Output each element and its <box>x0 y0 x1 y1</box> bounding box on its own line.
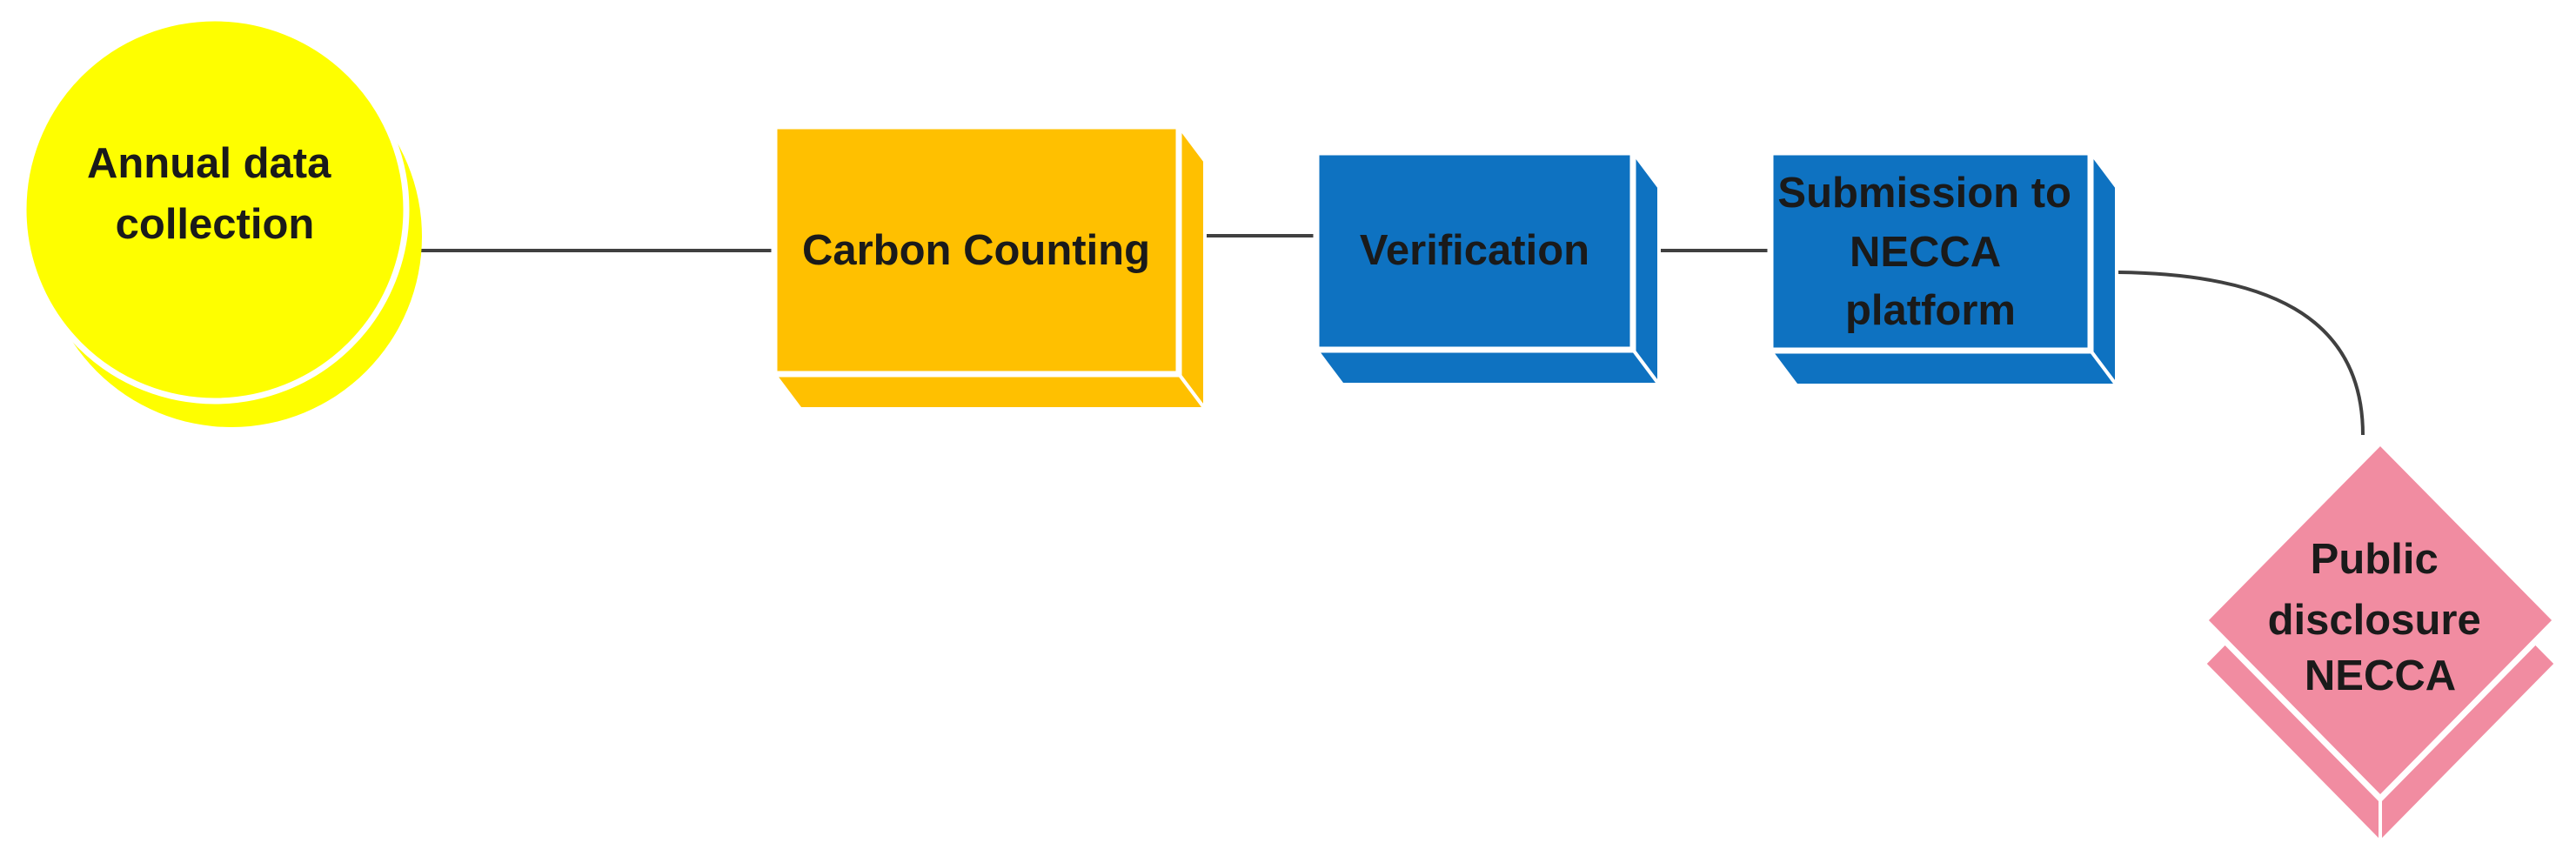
node-annual-data-collection: Annual data collection <box>20 15 422 427</box>
carbon-box-right-bevel <box>1177 121 1207 414</box>
node-public-disclosure: Public disclosure NECCA <box>2200 438 2560 845</box>
annual-circle-face <box>20 15 410 405</box>
verification-box-right-bevel <box>1631 147 1661 390</box>
submission-label-line3: platform <box>1845 287 2016 334</box>
verification-label-line1: Verification <box>1360 227 1589 274</box>
disclosure-diamond-label: Public disclosure NECCA <box>2268 536 2493 699</box>
disclosure-label-line1: Public <box>2311 536 2439 583</box>
disclosure-diamond-face <box>2200 438 2560 803</box>
submission-box-right-bevel <box>2089 147 2118 391</box>
annual-circle-label: Annual data collection <box>87 140 343 248</box>
annual-label-line1: Annual data <box>87 140 331 187</box>
verification-box-label: Verification <box>1360 227 1589 274</box>
submission-box-label: Submission to NECCA platform <box>1777 170 2083 334</box>
submission-box-face <box>1767 149 2094 354</box>
annual-label-line2: collection <box>116 201 315 248</box>
disclosure-label-line3: NECCA <box>2305 652 2456 699</box>
carbon-box-label: Carbon Counting <box>802 227 1150 274</box>
submission-label-line1: Submission to <box>1777 170 2071 217</box>
verification-box-bottom-bevel <box>1313 348 1663 386</box>
carbon-box-bottom-bevel <box>771 372 1208 411</box>
node-submission-necca: Submission to NECCA platform <box>1767 147 2120 391</box>
carbon-label-line1: Carbon Counting <box>802 227 1150 274</box>
connector-submission-to-disclosure <box>2118 271 2365 436</box>
verification-box-face <box>1313 149 1636 353</box>
node-verification: Verification <box>1313 147 1663 390</box>
carbon-box-face <box>771 123 1182 378</box>
disclosure-label-line2: disclosure <box>2268 597 2481 644</box>
node-carbon-counting: Carbon Counting <box>771 121 1208 414</box>
submission-box-bottom-bevel <box>1767 349 2120 387</box>
connectors <box>398 234 2365 436</box>
submission-label-line2: NECCA <box>1850 229 2001 276</box>
